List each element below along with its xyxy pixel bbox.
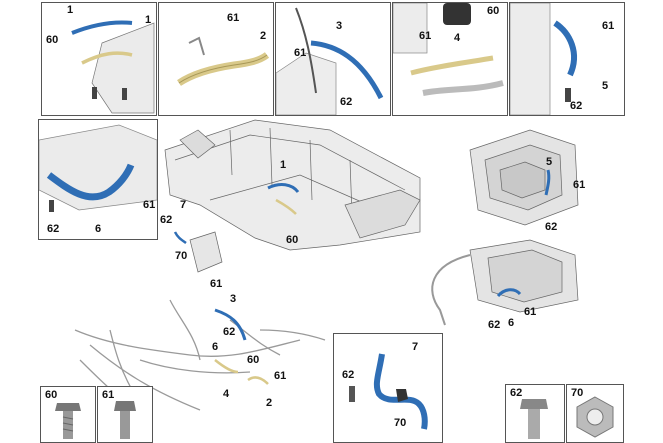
main-callout-1: 1 — [280, 159, 287, 171]
callout-4: 4 — [454, 32, 461, 44]
detail-illustration-7 — [349, 353, 428, 430]
cable-3-main — [214, 308, 247, 341]
main-callout-61: 61 — [274, 370, 287, 382]
bolt-icon — [55, 403, 81, 439]
callout-1b: 1 — [145, 14, 152, 26]
callout-60: 60 — [46, 34, 59, 46]
main-callout-6: 6 — [212, 341, 219, 353]
main-callout-7: 7 — [180, 199, 187, 211]
callout-5: 5 — [602, 80, 609, 92]
detail-panel-7: 7 62 70 — [333, 333, 443, 443]
main-callout-60: 60 — [286, 234, 299, 246]
detail-illustration-2 — [177, 36, 270, 86]
callout-70: 70 — [394, 417, 407, 429]
main-callout-62: 62 — [488, 319, 501, 331]
cable-2-main — [275, 198, 297, 215]
detail-panel-1: 1 1 60 — [41, 2, 157, 116]
power-module-upper — [469, 129, 579, 226]
thumb-label-60: 60 — [45, 389, 58, 401]
bolt-icon — [114, 401, 136, 439]
callout-60: 60 — [487, 5, 500, 17]
cable-1-main — [267, 183, 300, 193]
detail-panel-4: 60 61 4 — [392, 2, 508, 116]
callout-61: 61 — [602, 20, 615, 32]
module-7-main — [189, 231, 223, 273]
main-callout-6: 6 — [508, 317, 515, 329]
callout-6: 6 — [95, 223, 102, 235]
nut-icon — [576, 396, 614, 438]
callout-62: 62 — [342, 369, 355, 381]
detail-panel-6: 61 62 6 — [38, 119, 158, 240]
main-callout-3: 3 — [230, 293, 237, 305]
detail-illustration-1 — [71, 20, 155, 114]
vehicle-frame — [164, 119, 421, 251]
bolt-icon — [520, 399, 548, 439]
fastener-thumb-60: 60 — [40, 386, 96, 443]
thumb-label-70: 70 — [571, 387, 584, 399]
main-callout-61: 61 — [573, 179, 586, 191]
main-callout-5: 5 — [546, 156, 553, 168]
harness-loop-right — [431, 254, 471, 326]
thumb-label-61: 61 — [102, 389, 115, 401]
cable-2-lower — [247, 376, 269, 385]
callout-62: 62 — [340, 96, 353, 108]
main-callout-4: 4 — [223, 388, 230, 400]
detail-panel-5: 61 5 62 — [509, 2, 625, 116]
detail-illustration-3 — [276, 7, 384, 115]
main-callout-62: 62 — [223, 326, 236, 338]
fastener-thumb-70: 70 — [566, 384, 624, 443]
cable-5-main — [544, 169, 551, 196]
detail-illustration-6 — [39, 124, 157, 212]
callout-61: 61 — [294, 47, 307, 59]
cable-7-main — [173, 231, 187, 245]
detail-illustration-5 — [510, 3, 577, 115]
power-module-lower — [469, 239, 579, 313]
main-callout-60: 60 — [247, 354, 260, 366]
callout-2: 2 — [260, 30, 267, 42]
detail-illustration-4 — [393, 3, 504, 96]
cable-6-main — [496, 288, 522, 298]
main-callout-61: 61 — [524, 306, 537, 318]
main-callout-61: 61 — [210, 278, 223, 290]
detail-panel-3: 3 61 62 — [275, 2, 391, 116]
fastener-thumb-61: 61 — [97, 386, 153, 443]
callout-3: 3 — [336, 20, 343, 32]
callout-7: 7 — [412, 341, 419, 353]
main-callout-62: 62 — [545, 221, 558, 233]
cable-4-main — [214, 359, 239, 374]
fastener-thumb-62: 62 — [505, 384, 565, 443]
main-callout-70: 70 — [175, 250, 188, 262]
main-callout-2: 2 — [266, 397, 273, 409]
callout-1a: 1 — [67, 4, 74, 16]
callout-61: 61 — [143, 199, 156, 211]
thumb-label-62: 62 — [510, 387, 523, 399]
callout-61: 61 — [227, 12, 240, 24]
callout-62: 62 — [47, 223, 60, 235]
callout-61: 61 — [419, 30, 432, 42]
detail-panel-2: 61 2 — [158, 2, 274, 116]
main-callout-62: 62 — [160, 214, 173, 226]
callout-62: 62 — [570, 100, 583, 112]
